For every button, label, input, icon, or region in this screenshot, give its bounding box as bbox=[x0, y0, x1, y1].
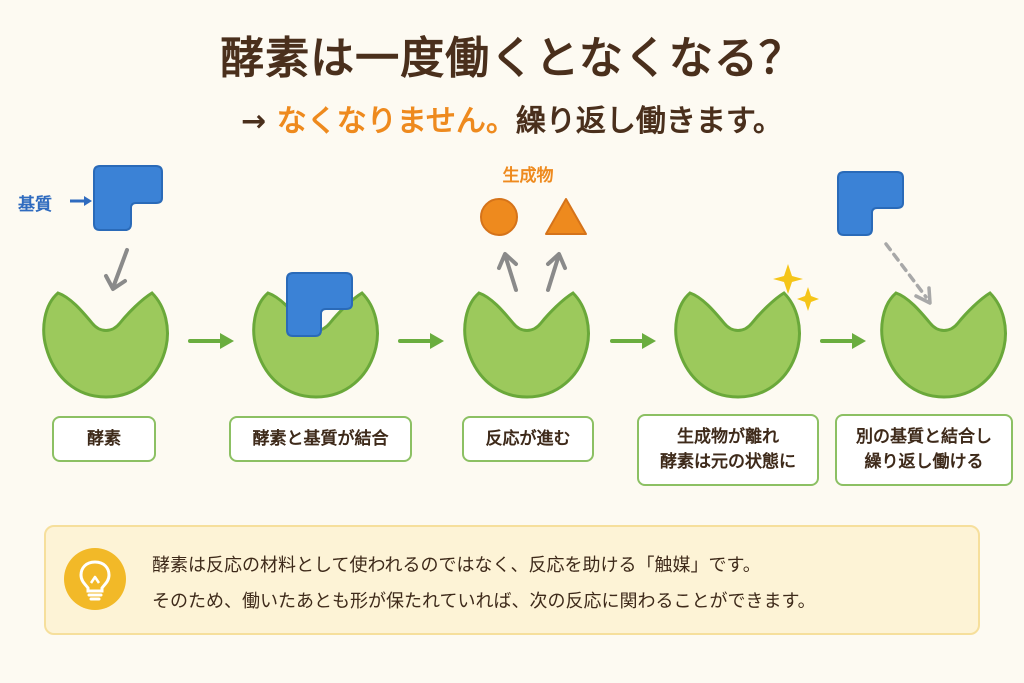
step-label-5-line1: 別の基質と結合し bbox=[856, 427, 992, 448]
step-arrow-4 bbox=[820, 333, 866, 349]
next-substrate-block bbox=[837, 171, 904, 236]
step-label-2: 酵素と基質が結合 bbox=[229, 416, 412, 462]
product-label: 生成物 bbox=[502, 166, 554, 186]
step-label-3-line1: 反応が進む bbox=[485, 428, 571, 449]
product-triangle bbox=[545, 198, 587, 235]
enzyme-shape-5 bbox=[880, 291, 1007, 399]
subtitle-answer: なくなりません。 bbox=[276, 104, 516, 139]
next-substrate-arrow bbox=[884, 242, 932, 305]
step-label-1-line1: 酵素 bbox=[87, 428, 121, 449]
substrate-pointer-arrow bbox=[70, 196, 92, 206]
note-box bbox=[44, 525, 980, 635]
enzyme-shape-3 bbox=[463, 291, 590, 399]
lightbulb-icon bbox=[64, 548, 126, 610]
product-release-arrow-right bbox=[546, 252, 567, 292]
subtitle-rest: 繰り返し働きます。 bbox=[515, 104, 783, 139]
page-title: 酵素は一度働くとなくなる？ bbox=[220, 33, 804, 84]
step-label-4-line1: 生成物が離れ bbox=[677, 427, 779, 448]
substrate-block bbox=[93, 165, 163, 231]
subtitle-arrow: → bbox=[241, 104, 267, 139]
note-line-2: そのため、働いたあとも形が保たれていれば、次の反応に関わることができます。 bbox=[152, 591, 816, 612]
step-arrow-1 bbox=[188, 333, 234, 349]
step-label-4: 生成物が離れ 酵素は元の状態に bbox=[637, 414, 819, 486]
page-subtitle: → なくなりません。繰り返し働きます。 bbox=[0, 96, 1024, 140]
product-circle bbox=[480, 198, 518, 236]
step-label-5-line2: 繰り返し働ける bbox=[864, 452, 984, 472]
step-label-1: 酵素 bbox=[52, 416, 156, 462]
substrate-approach-arrow bbox=[104, 248, 129, 291]
step-arrow-2 bbox=[398, 333, 444, 349]
sparkle-icon-small bbox=[797, 287, 819, 311]
step-arrow-3 bbox=[610, 333, 656, 349]
note-text: 酵素は反応の材料として使われるのではなく、反応を助ける「触媒」です。 そのため、… bbox=[152, 548, 962, 620]
step-label-2-line1: 酵素と基質が結合 bbox=[252, 428, 389, 449]
sparkle-icon-large bbox=[773, 264, 803, 294]
step-label-5: 別の基質と結合し 繰り返し働ける bbox=[835, 414, 1013, 486]
enzyme-shape-4 bbox=[674, 291, 801, 399]
step-label-4-line2: 酵素は元の状態に bbox=[660, 452, 796, 472]
product-release-arrow-left bbox=[497, 252, 518, 292]
enzyme-shape-1 bbox=[42, 291, 169, 399]
note-line-1: 酵素は反応の材料として使われるのではなく、反応を助ける「触媒」です。 bbox=[152, 555, 761, 576]
step-label-3: 反応が進む bbox=[462, 416, 594, 462]
substrate-label: 基質 bbox=[18, 195, 52, 215]
bound-substrate-block bbox=[286, 272, 353, 337]
